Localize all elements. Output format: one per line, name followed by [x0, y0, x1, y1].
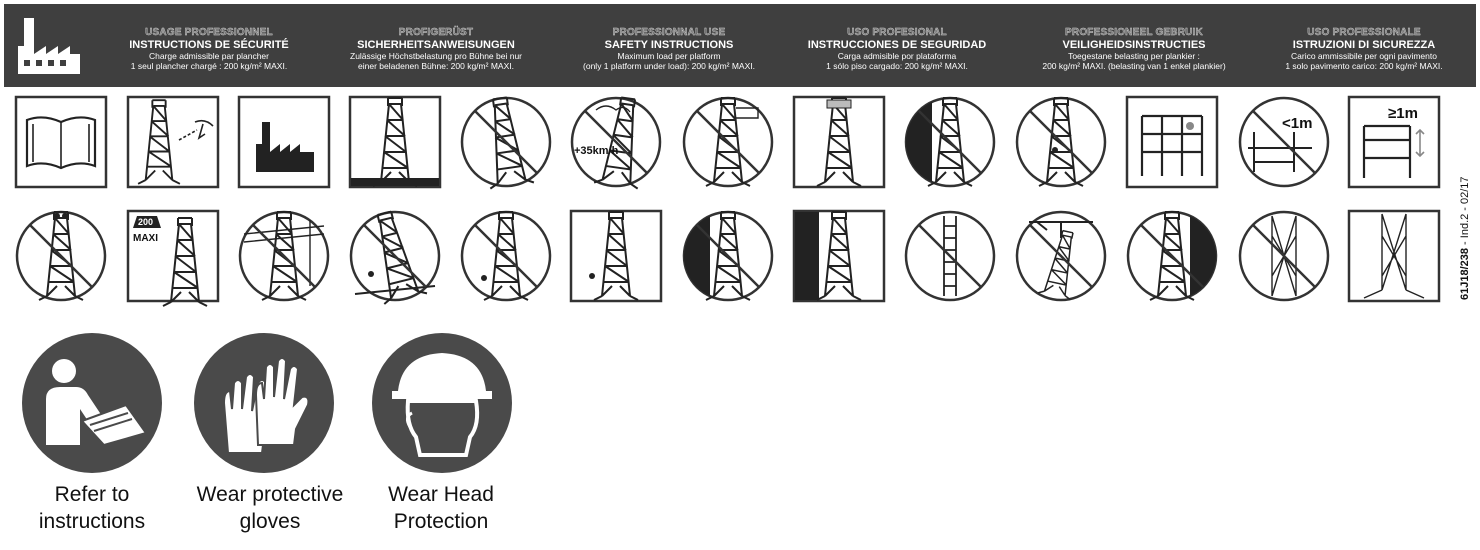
lang-line1: Charge admissible par plancher: [148, 51, 269, 61]
lang-title: VEILIGHEIDSINSTRUCTIES: [1062, 39, 1206, 51]
lang-usage: USAGE PROFESSIONNEL: [145, 27, 273, 38]
mesh-icon: [1347, 209, 1441, 303]
gap-label-lt: <1m: [1282, 115, 1312, 132]
lang-line2: 1 seul plancher chargé : 200 kg/m² MAXI.: [130, 61, 288, 71]
read-instructions-icon: [22, 333, 162, 473]
lang-line2: 1 sólo piso cargado: 200 kg/m² MAXI.: [826, 61, 968, 71]
no-power-lines-icon: [238, 210, 330, 302]
document-reference-code: 61J18/238 - Ind.2 - 02/17: [1459, 176, 1471, 300]
no-wall-icon: [904, 96, 996, 188]
no-scaffold-side-icon: [682, 96, 774, 188]
safety-pictogram-grid: +35km/h <1m ≥1m: [14, 94, 1441, 307]
label-line: gloves: [239, 510, 301, 533]
lang-column-nl: PROFESSIONEEL GEBRUIK VEILIGHEIDSINSTRUC…: [1014, 27, 1254, 71]
label-line: Protection: [393, 510, 489, 533]
no-side-person-icon: [1126, 210, 1218, 302]
lang-usage: USO PROFESIONAL: [847, 27, 947, 38]
label-line: Wear Head: [388, 483, 494, 506]
max-load-icon: 200 MAXI: [126, 209, 220, 307]
lang-column-de: PROFIGERÜST SICHERHEITSANWEISUNGEN Zuläs…: [316, 27, 556, 71]
no-two-people-icon: [15, 210, 107, 302]
no-ladder-icon: [904, 210, 996, 302]
lang-line1: Toegestane belasting per plankier :: [1068, 51, 1200, 61]
no-scaffold-tilt-icon: [460, 94, 552, 190]
gap-icon: ≥1m: [1347, 95, 1441, 189]
lang-usage: USO PROFESSIONALE: [1307, 27, 1421, 38]
lang-title: ISTRUZIONI DI SICUREZZA: [1292, 39, 1436, 51]
lang-line1: Zulässige Höchstbelastung pro Bühne bei …: [350, 51, 522, 61]
lang-line2: (only 1 platform under load): 200 kg/m² …: [583, 61, 755, 71]
scaffold-wind-check-icon: [126, 95, 220, 189]
scaffold-wall-icon: [792, 209, 886, 303]
scaffold-ground-icon: [348, 95, 442, 189]
label-line: Wear protective: [196, 483, 344, 506]
scaffold-boards-icon: [792, 95, 886, 189]
lang-column-en: PROFESSIONNAL USE SAFETY INSTRUCTIONS Ma…: [549, 27, 789, 71]
label-line: instructions: [38, 510, 146, 533]
lang-line1: Carico ammissibile per ogni pavimento: [1291, 51, 1437, 61]
lang-usage: PROFESSIONEEL GEBRUIK: [1065, 27, 1203, 38]
gap-label-ge: ≥1m: [1388, 105, 1418, 122]
no-person-moving-icon: [460, 210, 552, 302]
head-protection-icon: [372, 333, 512, 473]
no-mesh-icon: [1238, 210, 1330, 302]
lang-title: INSTRUCTIONS DE SÉCURITÉ: [129, 39, 289, 51]
no-push-icon: [349, 206, 441, 306]
max-load-value: 200: [138, 217, 153, 227]
lang-line2: 1 solo pavimento carico: 200 kg/m² MAXI.: [1285, 61, 1443, 71]
factory-icon: [237, 95, 331, 189]
no-dark-wall-icon: [682, 210, 774, 302]
max-load-label: MAXI: [133, 233, 158, 244]
lang-line2: einer beladenen Bühne: 200 kg/m² MAXI.: [358, 61, 514, 71]
lang-line1: Maximum load per platform: [617, 51, 721, 61]
lang-line1: Carga admisible por plataforma: [837, 51, 957, 61]
lang-line2: 200 kg/m² MAXI. (belasting van 1 enkel p…: [1042, 61, 1226, 71]
lang-title: INSTRUCCIONES DE SEGURIDAD: [807, 39, 987, 51]
lang-column-fr: USAGE PROFESSIONNEL INSTRUCTIONS DE SÉCU…: [89, 27, 329, 71]
lang-usage: PROFESSIONNAL USE: [612, 27, 726, 38]
scaffold-guardrail-icon: [1125, 95, 1219, 189]
wear-head-protection-label: Wear Head Protection: [341, 481, 541, 535]
lang-title: SICHERHEITSANWEISUNGEN: [357, 39, 515, 51]
refer-to-instructions-label: Refer to instructions: [0, 481, 192, 535]
no-climb-icon: [1015, 96, 1107, 188]
doc-code-rest: - Ind.2 - 02/17: [1459, 176, 1471, 248]
label-line: Refer to: [54, 483, 130, 506]
lang-title: SAFETY INSTRUCTIONS: [604, 39, 734, 51]
wear-gloves-label: Wear protective gloves: [170, 481, 370, 535]
factory-icon: [18, 18, 80, 74]
no-crane-icon: [1015, 210, 1107, 302]
gloves-icon: [194, 333, 334, 473]
doc-code-bold: 61J18/238: [1459, 248, 1471, 300]
wind-speed-label: +35km/h: [574, 145, 619, 157]
no-gap-icon: <1m: [1238, 96, 1330, 188]
header-bar: [4, 4, 1476, 87]
book-icon: [14, 95, 108, 189]
lang-column-es: USO PROFESIONAL INSTRUCCIONES DE SEGURID…: [777, 27, 1017, 71]
scaffold-person-icon: [569, 209, 663, 303]
lang-usage: PROFIGERÜST: [398, 27, 474, 38]
no-wind-icon: +35km/h: [570, 94, 662, 190]
lang-column-it: USO PROFESSIONALE ISTRUZIONI DI SICUREZZ…: [1244, 27, 1480, 71]
